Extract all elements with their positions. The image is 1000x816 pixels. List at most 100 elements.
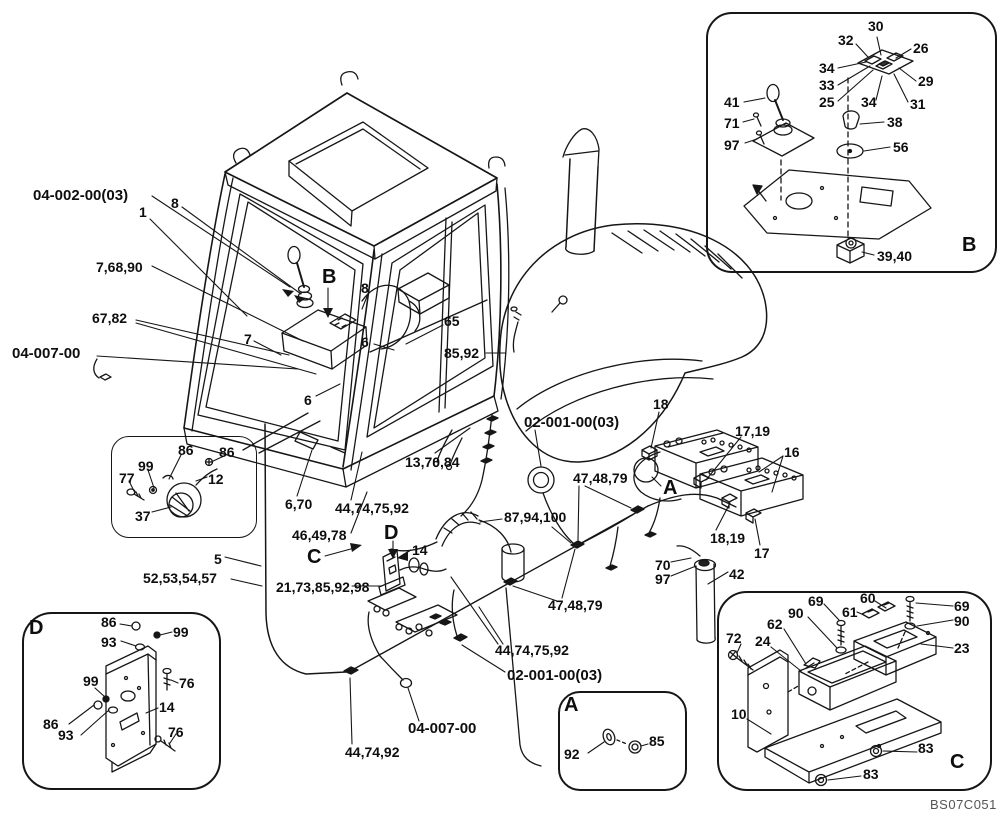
callout-inset-b-26: 26 bbox=[913, 40, 929, 56]
callout-horn-inset-77: 77 bbox=[119, 470, 135, 486]
callout-inset-c-10: 10 bbox=[731, 706, 747, 722]
callout-horn-inset-86: 86 bbox=[178, 442, 194, 458]
callout-horn-inset-37: 37 bbox=[135, 508, 151, 524]
callout-inset-d-93: 93 bbox=[101, 634, 117, 650]
callout-inset-b-25: 25 bbox=[819, 94, 835, 110]
inset-a-drawing bbox=[587, 728, 649, 754]
callout-main-b: B bbox=[322, 266, 337, 288]
callout-main-17: 17 bbox=[754, 545, 770, 561]
callout-main-21-73-85-92-98: 21,73,85,92,98 bbox=[276, 579, 370, 595]
callout-inset-b-29: 29 bbox=[918, 73, 934, 89]
callout-main-85-92: 85,92 bbox=[444, 345, 480, 361]
leader-lines bbox=[96, 195, 784, 745]
callout-inset-b-31: 31 bbox=[910, 96, 926, 112]
engine-hood-drawing bbox=[498, 128, 768, 463]
callout-inset-c-83: 83 bbox=[863, 766, 879, 782]
callout-inset-d-93: 93 bbox=[58, 727, 74, 743]
callout-inset-d-99: 99 bbox=[173, 624, 189, 640]
callout-inset-d-99: 99 bbox=[83, 673, 99, 689]
callout-inset-b-71: 71 bbox=[724, 115, 740, 131]
callout-inset-b-97: 97 bbox=[724, 137, 740, 153]
callout-inset-d-86: 86 bbox=[43, 716, 59, 732]
callout-main-17-19: 17,19 bbox=[735, 423, 771, 439]
callout-inset-b-30: 30 bbox=[868, 18, 884, 34]
inset-box-a bbox=[558, 691, 687, 791]
callout-inset-c-90: 90 bbox=[788, 605, 804, 621]
callout-main-02-001-00-03-: 02-001-00(03) bbox=[507, 667, 603, 684]
callout-main-14: 14 bbox=[412, 542, 428, 558]
callout-inset-b-56: 56 bbox=[893, 139, 909, 155]
callout-inset-c-c: C bbox=[950, 751, 965, 773]
callout-inset-d-76: 76 bbox=[179, 675, 195, 691]
callout-inset-a-85: 85 bbox=[649, 733, 665, 749]
callout-main-87-94-100: 87,94,100 bbox=[504, 509, 567, 525]
callout-main-1: 1 bbox=[139, 204, 147, 220]
horn-drawing bbox=[126, 457, 218, 518]
callout-inset-b-b: B bbox=[962, 234, 977, 256]
callout-main-70: 70 bbox=[655, 557, 671, 573]
callout-main-04-007-00: 04-007-00 bbox=[408, 720, 477, 737]
callout-main-65: 65 bbox=[444, 313, 460, 329]
callout-main-d: D bbox=[384, 522, 399, 544]
callout-inset-c-24: 24 bbox=[755, 633, 771, 649]
callout-inset-c-72: 72 bbox=[726, 630, 742, 646]
callout-main-13-70-84: 13,70,84 bbox=[405, 454, 460, 470]
inset-box-c bbox=[717, 591, 992, 791]
callout-main-5: 5 bbox=[214, 551, 222, 567]
callout-horn-inset-99: 99 bbox=[138, 458, 154, 474]
callout-main-44-74-75-92: 44,74,75,92 bbox=[335, 500, 409, 516]
callout-main-46-49-78: 46,49,78 bbox=[292, 527, 347, 543]
callout-main-16: 16 bbox=[784, 444, 800, 460]
callout-horn-inset-86: 86 bbox=[219, 444, 235, 460]
callout-main-6-70: 6,70 bbox=[285, 496, 313, 512]
callout-main-18-19: 18,19 bbox=[710, 530, 746, 546]
callout-inset-c-62: 62 bbox=[767, 616, 783, 632]
figure-code: BS07C051 bbox=[930, 797, 997, 812]
callout-inset-a-92: 92 bbox=[564, 746, 580, 762]
callout-inset-c-83: 83 bbox=[918, 740, 934, 756]
callout-inset-b-41: 41 bbox=[724, 94, 740, 110]
callout-inset-b-34: 34 bbox=[819, 60, 835, 76]
callout-main-8: 8 bbox=[361, 280, 369, 296]
callout-main-42: 42 bbox=[729, 566, 745, 582]
callout-inset-d-d: D bbox=[29, 617, 44, 639]
callout-inset-c-69: 69 bbox=[808, 593, 824, 609]
callout-main-04-002-00-03-: 04-002-00(03) bbox=[33, 187, 129, 204]
callout-inset-a-a: A bbox=[564, 694, 579, 716]
callout-main-6: 6 bbox=[304, 392, 312, 408]
inset-c-drawing bbox=[727, 595, 954, 787]
callout-main-97: 97 bbox=[655, 571, 671, 587]
callout-main-04-007-00: 04-007-00 bbox=[12, 345, 81, 362]
callout-main-44-74-75-92: 44,74,75,92 bbox=[495, 642, 569, 658]
wiring-harness-drawing bbox=[93, 358, 737, 767]
batteries-drawing bbox=[633, 429, 804, 644]
callout-inset-c-90: 90 bbox=[954, 613, 970, 629]
callout-main-67-82: 67,82 bbox=[92, 310, 128, 326]
callout-inset-b-34: 34 bbox=[861, 94, 877, 110]
cab-drawing bbox=[183, 71, 510, 488]
inset-b-drawing bbox=[742, 36, 932, 264]
callout-inset-c-23: 23 bbox=[954, 640, 970, 656]
callout-inset-c-69: 69 bbox=[954, 598, 970, 614]
leader-arrowheads bbox=[282, 289, 408, 561]
callout-main-c: C bbox=[307, 546, 322, 568]
callout-inset-b-33: 33 bbox=[819, 77, 835, 93]
callout-main-52-53-54-57: 52,53,54,57 bbox=[143, 570, 217, 586]
callout-main-44-74-92: 44,74,92 bbox=[345, 744, 400, 760]
callout-main-02-001-00-03-: 02-001-00(03) bbox=[524, 414, 620, 431]
callout-inset-b-38: 38 bbox=[887, 114, 903, 130]
callout-inset-c-60: 60 bbox=[860, 590, 876, 606]
callout-main-a: A bbox=[663, 477, 678, 499]
callout-inset-d-86: 86 bbox=[101, 614, 117, 630]
callout-main-47-48-79: 47,48,79 bbox=[548, 597, 603, 613]
callout-inset-d-14: 14 bbox=[159, 699, 175, 715]
callout-horn-inset-12: 12 bbox=[208, 471, 224, 487]
callout-main-7-68-90: 7,68,90 bbox=[96, 259, 143, 275]
callout-inset-d-76: 76 bbox=[168, 724, 184, 740]
inset-box-d bbox=[22, 612, 221, 790]
callout-main-7: 7 bbox=[244, 331, 252, 347]
callout-inset-c-61: 61 bbox=[842, 604, 858, 620]
inset-d-drawing bbox=[68, 621, 179, 773]
